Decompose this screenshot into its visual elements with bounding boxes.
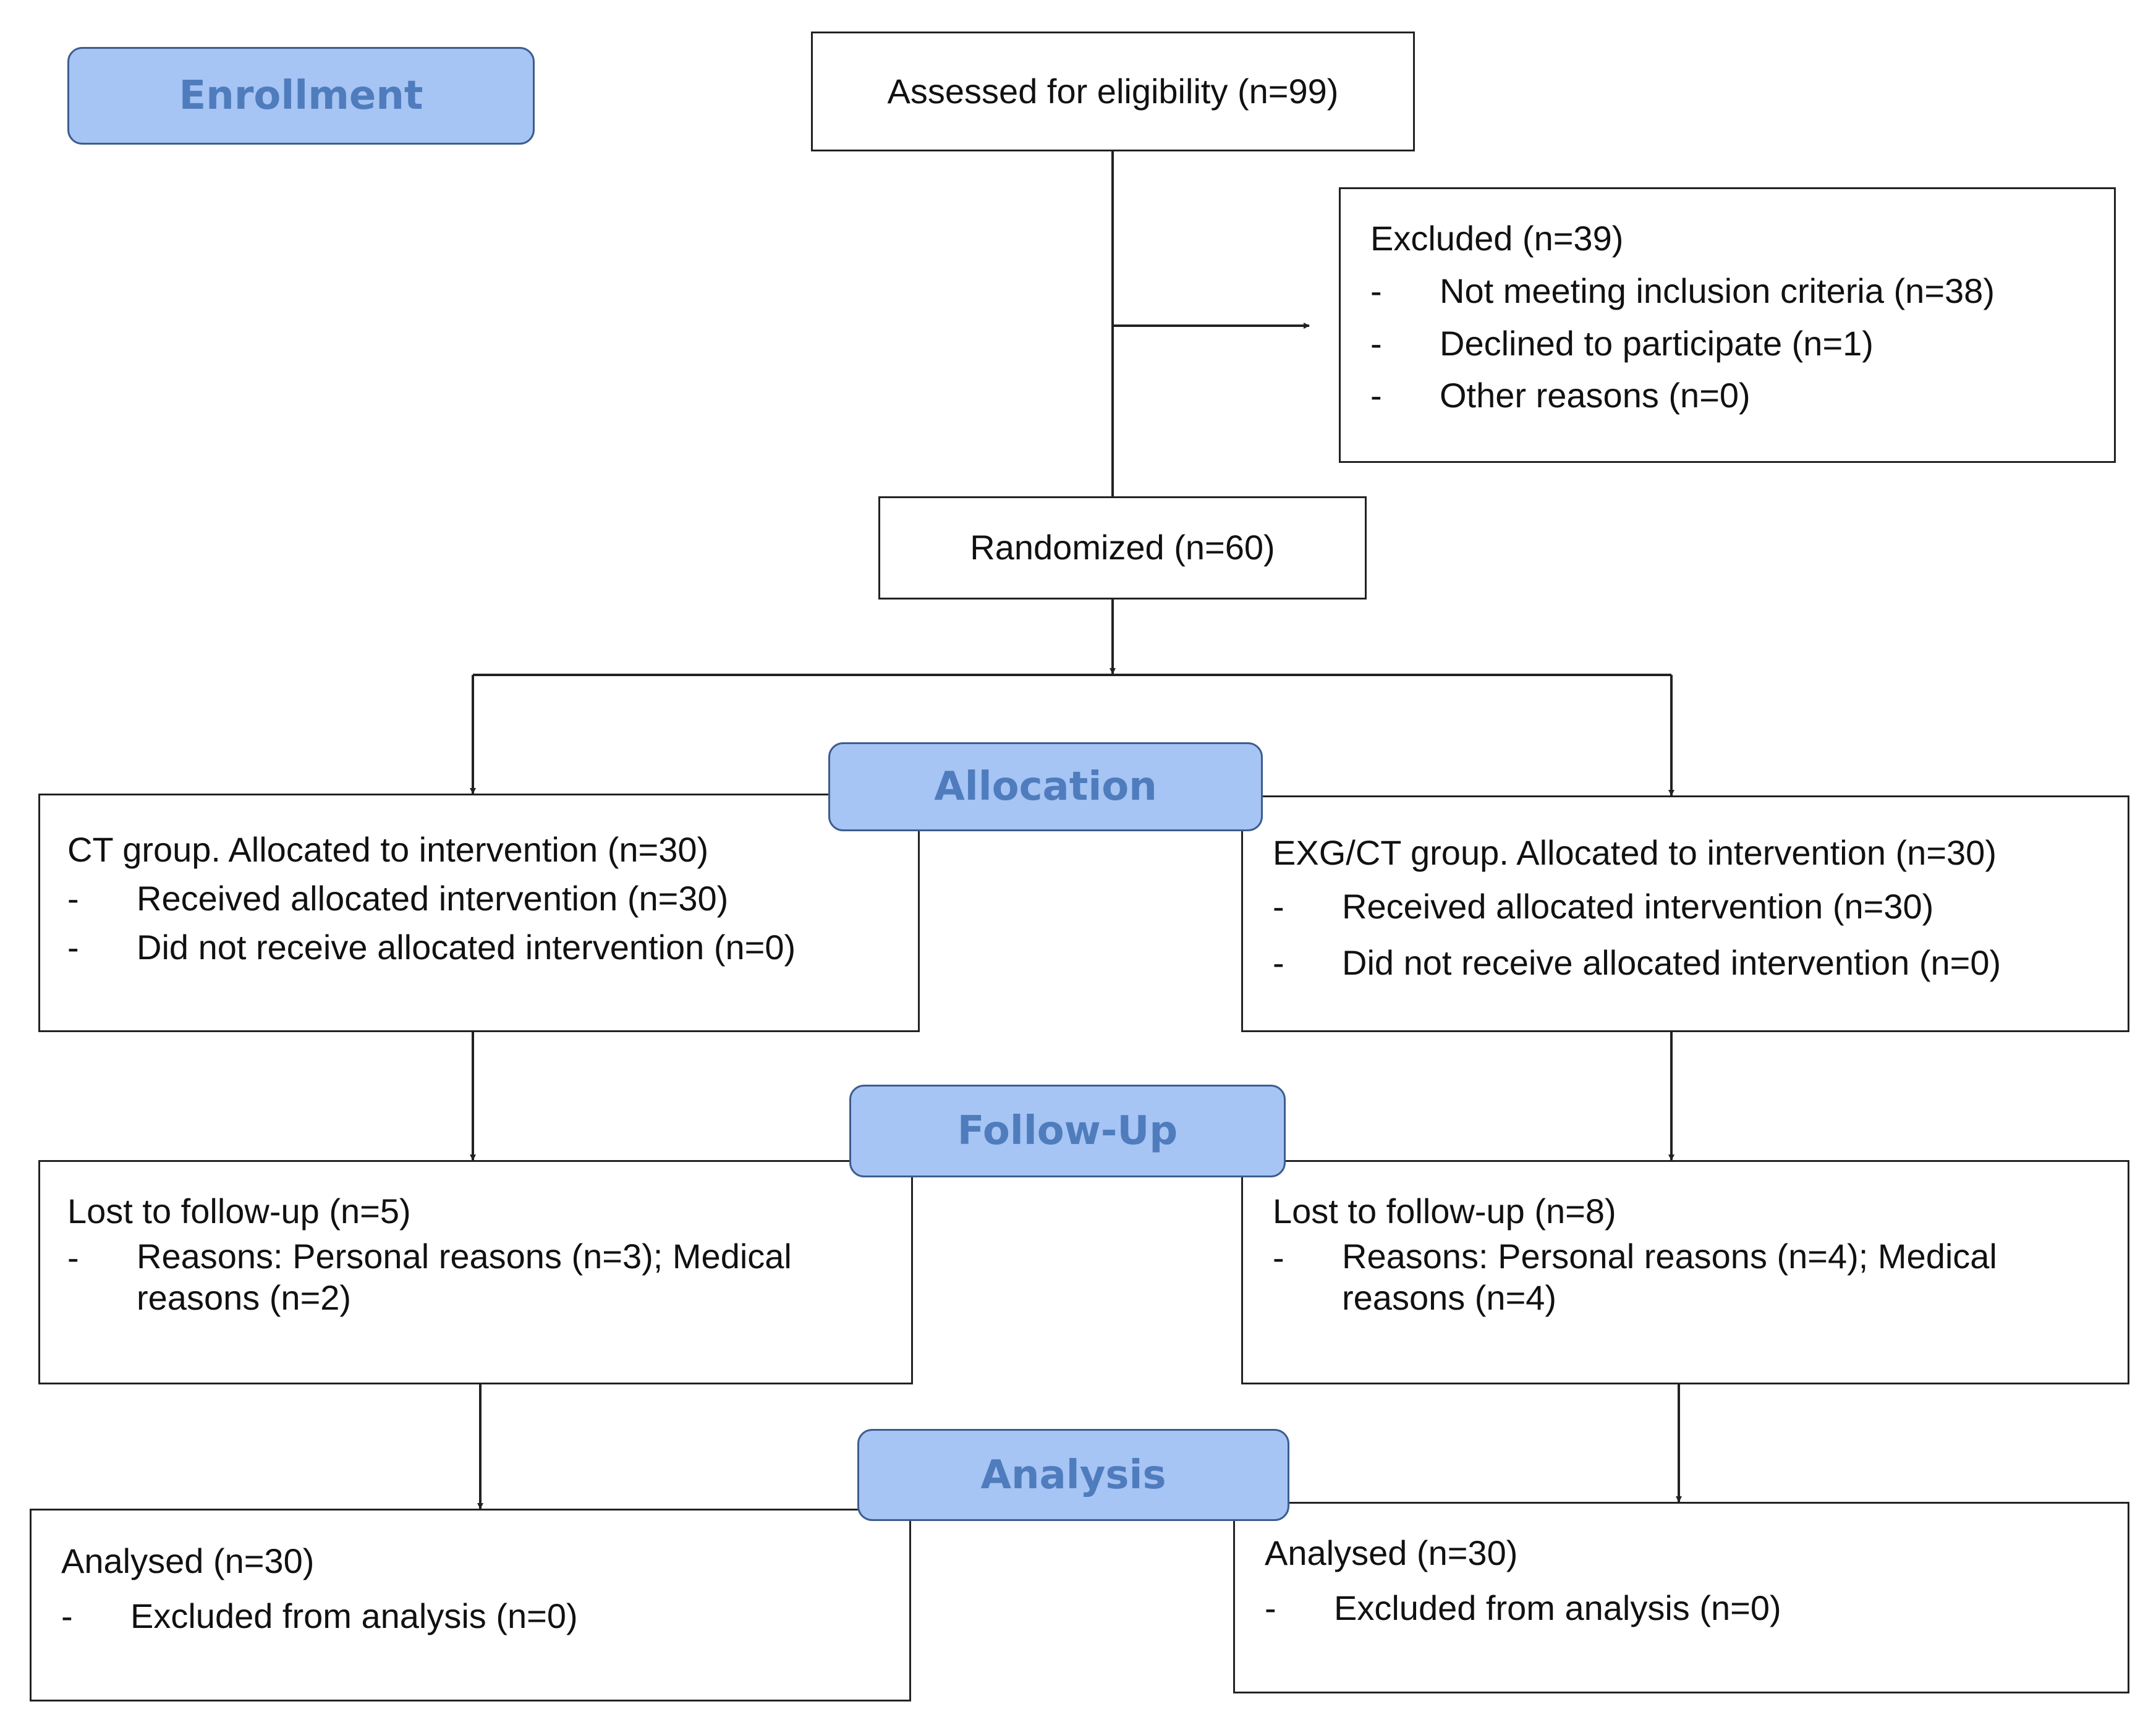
assessed-text: Assessed for eligibility (n=99) [887,71,1339,111]
excluded-item-text: Declined to participate (n=1) [1440,323,1874,363]
bullet-dash: - [1370,376,1382,415]
exg-analysis-box: Analysed (n=30) - Excluded from analysis… [1233,1502,2129,1693]
exg-allocation-box: EXG/CT group. Allocated to intervention … [1241,795,2129,1032]
ct-analysis-heading: Analysed (n=30) [61,1541,315,1580]
bullet-dash: - [1273,943,1284,982]
exg-allocation-heading: EXG/CT group. Allocated to intervention … [1273,833,1997,872]
excluded-item: - Other reasons (n=0) [1370,373,2089,418]
excluded-box: Excluded (n=39) - Not meeting inclusion … [1339,187,2116,463]
exg-analysis-item: - Excluded from analysis (n=0) [1265,1586,2103,1631]
assessed-box: Assessed for eligibility (n=99) [811,32,1415,151]
excluded-heading: Excluded (n=39) [1370,219,1624,258]
bullet-dash: - [1265,1588,1276,1627]
ct-allocation-box: CT group. Allocated to intervention (n=3… [38,794,920,1032]
stage-label-follow-up-text: Follow-Up [957,1108,1178,1154]
excluded-item: - Declined to participate (n=1) [1370,321,2089,367]
stage-label-allocation: Allocation [828,742,1263,831]
ct-allocation-item: - Received allocated intervention (n=30) [67,876,893,922]
ct-analysis-box: Analysed (n=30) - Excluded from analysis… [30,1509,911,1701]
bullet-dash: - [1273,886,1284,926]
exg-followup-box: Lost to follow-up (n=8) - Reasons: Perso… [1241,1160,2129,1384]
excluded-item-text: Not meeting inclusion criteria (n=38) [1440,271,1995,310]
bullet-dash: - [67,878,79,918]
bullet-dash: - [67,1237,79,1277]
stage-label-analysis: Analysis [857,1429,1289,1521]
exg-analysis-heading: Analysed (n=30) [1265,1533,1518,1572]
ct-followup-heading: Lost to follow-up (n=5) [67,1192,411,1231]
exg-followup-item-text: Reasons: Personal reasons (n=4); Medical… [1342,1236,1997,1317]
exg-allocation-item-text: Received allocated intervention (n=30) [1342,886,1934,926]
stage-label-allocation-text: Allocation [934,764,1157,810]
ct-followup-item-text: Reasons: Personal reasons (n=3); Medical… [137,1236,792,1317]
randomized-box: Randomized (n=60) [878,496,1367,600]
exg-followup-item: - Reasons: Personal reasons (n=4); Medic… [1273,1235,2103,1318]
exg-allocation-item: - Did not receive allocated intervention… [1273,941,2103,986]
bullet-dash: - [1370,271,1382,310]
exg-analysis-item-text: Excluded from analysis (n=0) [1334,1588,1781,1627]
excluded-item-text: Other reasons (n=0) [1440,376,1751,415]
stage-label-enrollment: Enrollment [67,47,535,145]
stage-label-analysis-text: Analysis [980,1452,1166,1498]
exg-allocation-item: - Received allocated intervention (n=30) [1273,884,2103,930]
bullet-dash: - [67,927,79,967]
exg-allocation-item-text: Did not receive allocated intervention (… [1342,943,2001,982]
bullet-dash: - [61,1596,73,1635]
ct-followup-item: - Reasons: Personal reasons (n=3); Medic… [67,1235,886,1318]
ct-allocation-heading: CT group. Allocated to intervention (n=3… [67,830,709,869]
stage-label-follow-up: Follow-Up [849,1085,1286,1177]
ct-analysis-item: - Excluded from analysis (n=0) [61,1594,885,1639]
ct-allocation-item: - Did not receive allocated intervention… [67,925,893,970]
ct-allocation-item-text: Received allocated intervention (n=30) [137,878,729,918]
bullet-dash: - [1370,323,1382,363]
ct-allocation-item-text: Did not receive allocated intervention (… [137,927,796,967]
exg-followup-heading: Lost to follow-up (n=8) [1273,1192,1616,1231]
ct-analysis-item-text: Excluded from analysis (n=0) [130,1596,578,1635]
ct-followup-box: Lost to follow-up (n=5) - Reasons: Perso… [38,1160,913,1384]
stage-label-enrollment-text: Enrollment [179,73,423,119]
excluded-item: - Not meeting inclusion criteria (n=38) [1370,269,2089,314]
randomized-text: Randomized (n=60) [970,528,1275,567]
bullet-dash: - [1273,1237,1284,1277]
